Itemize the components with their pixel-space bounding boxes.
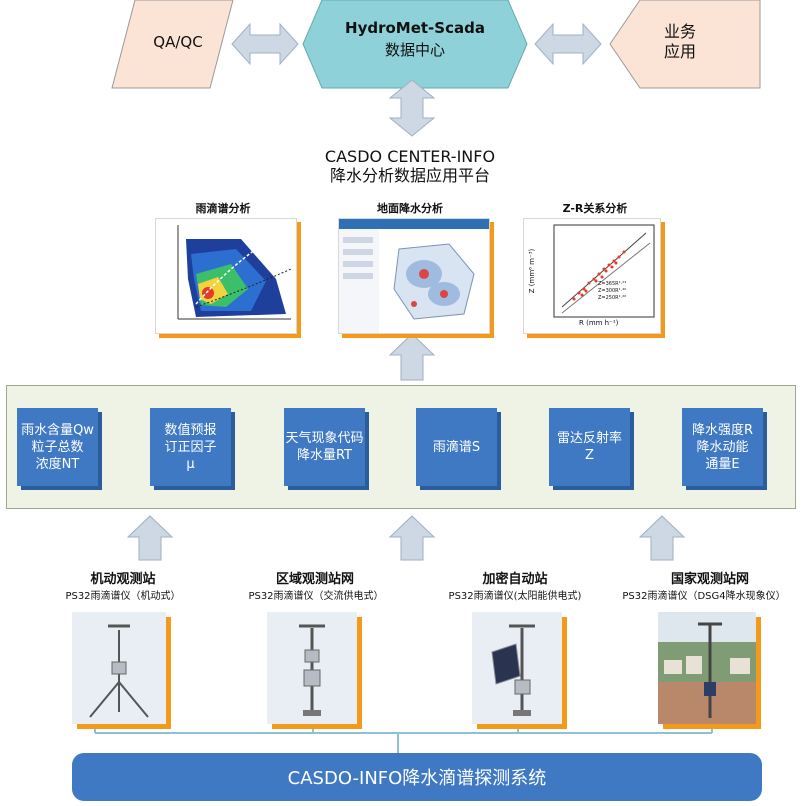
- surface-map: [339, 219, 489, 333]
- param-dsd: 雨滴谱S: [416, 408, 497, 486]
- system-title-bar: CASDO-INFO降水滴谱探测系统: [72, 753, 762, 801]
- dsd-analysis-thumbnail: [155, 218, 297, 334]
- up-arrow-left: [126, 515, 174, 561]
- station-sub-mobile: PS32雨滴谱仪（机动式）: [65, 591, 181, 602]
- double-arrow-left: [231, 22, 299, 66]
- station-title-dense: 加密自动站: [482, 572, 548, 587]
- datacenter-title: HydroMet-Scada: [345, 19, 485, 37]
- zr-legend-3: Z=250R¹·²⁰: [598, 295, 627, 301]
- param-nwp-factor: 数值预报 订正因子 μ: [150, 408, 231, 486]
- dsd-heatmap: [156, 219, 296, 333]
- station-sub-regional: PS32雨滴谱仪（交流供电式）: [248, 591, 384, 602]
- zr-legend: Z=365R¹·²⁴ Z=300R¹·⁴⁰ Z=250R¹·²⁰: [598, 281, 626, 302]
- param-weather-code: 天气现象代码 降水量RT: [284, 408, 365, 486]
- parameter-band: [6, 385, 796, 509]
- qaqc-label: QA/QC: [153, 33, 203, 51]
- business-shape: [609, 0, 761, 89]
- tripod-instrument: [89, 624, 149, 718]
- station-title-mobile: 机动观测站: [90, 572, 156, 587]
- station-sub-dense: PS32雨滴谱仪(太阳能供电式): [448, 591, 582, 602]
- photo-mobile-station: [72, 612, 166, 724]
- zr-ylabel: Z (mm⁶ m⁻³): [528, 248, 537, 294]
- pole-instrument-solar: [491, 624, 535, 716]
- param-rain-intensity: 降水强度R 降水动能 通量E: [682, 408, 763, 486]
- zr-scatter: [524, 219, 660, 333]
- platform-title: CASDO CENTER-INFO 降水分析数据应用平台: [324, 147, 496, 185]
- photo-national-station: [658, 612, 756, 724]
- datacenter-subtitle: 数据中心: [384, 41, 445, 59]
- photo-dense-station: [472, 612, 562, 724]
- panel-label-surface: 地面降水分析: [377, 202, 443, 215]
- param-radar-z: 雷达反射率 Z: [549, 408, 630, 486]
- double-arrow-right: [534, 22, 602, 66]
- zr-legend-1: Z=365R¹·²⁴: [598, 281, 627, 287]
- pole-instrument-ac: [299, 624, 325, 716]
- double-arrow-vertical: [388, 79, 436, 137]
- panel-label-dsd: 雨滴谱分析: [195, 202, 251, 215]
- zr-xlabel: R (mm h⁻¹): [579, 319, 619, 327]
- zr-points: [572, 250, 626, 301]
- station-title-national: 国家观测站网: [670, 572, 749, 587]
- station-title-regional: 区域观测站网: [275, 572, 354, 587]
- param-qw-nt: 雨水含量Qw 粒子总数 浓度NT: [17, 408, 98, 486]
- field-instrument: [658, 612, 756, 724]
- qaqc-shape: [111, 0, 234, 89]
- photo-regional-station: [267, 612, 357, 724]
- zr-legend-2: Z=300R¹·⁴⁰: [598, 288, 627, 294]
- datacenter-shape: [302, 0, 528, 89]
- panel-label-zr: Z-R关系分析: [562, 202, 628, 215]
- zr-analysis-thumbnail: Z=365R¹·²⁴ Z=300R¹·⁴⁰ Z=250R¹·²⁰ R (mm h…: [523, 218, 661, 334]
- station-connectors: [94, 726, 713, 753]
- up-arrow-middle: [388, 515, 436, 561]
- business-label: 业务 应用: [663, 22, 696, 61]
- up-arrow-right: [638, 515, 686, 561]
- station-sub-national: PS32雨滴谱仪（DSG4降水现象仪）: [622, 591, 786, 602]
- surface-analysis-thumbnail: [338, 218, 490, 334]
- up-arrow-platform: [388, 333, 436, 381]
